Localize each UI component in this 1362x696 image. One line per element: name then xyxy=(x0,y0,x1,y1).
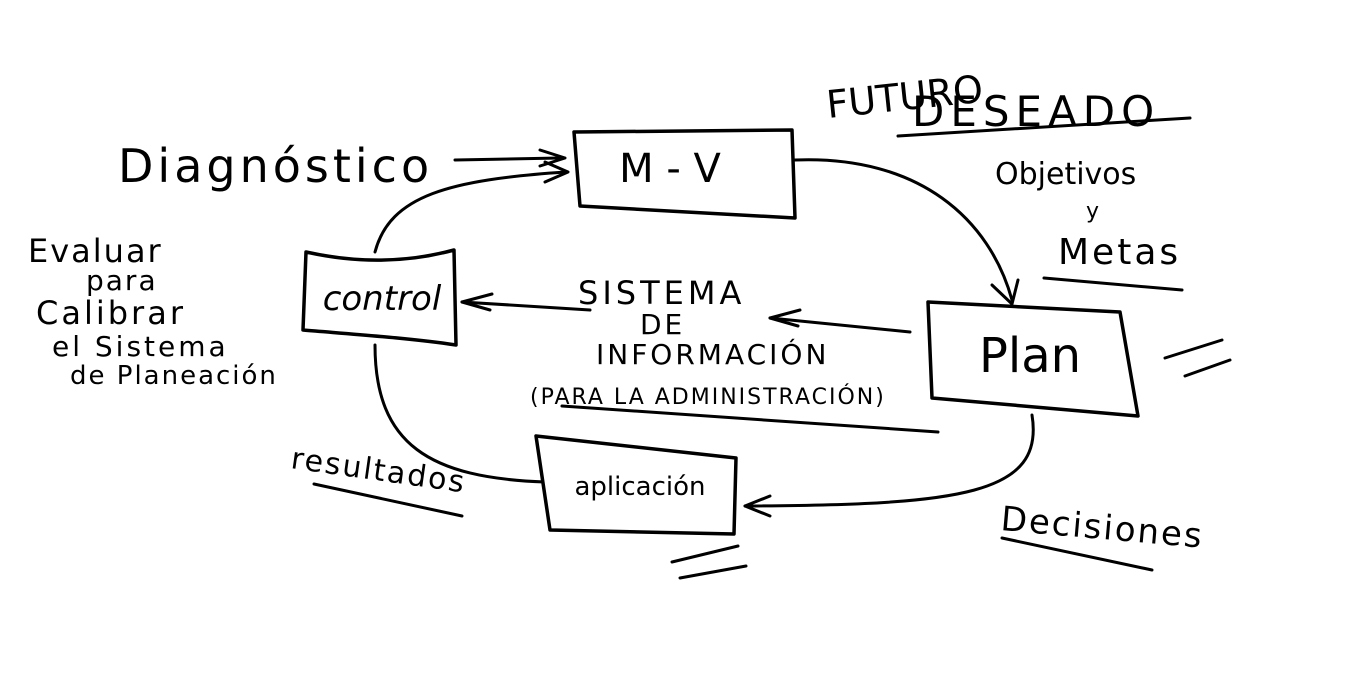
label-decisiones-block: Decisiones xyxy=(999,499,1205,572)
check-mark-aplicacion xyxy=(670,544,748,580)
node-aplicacion-label: aplicación xyxy=(574,472,705,502)
evaluar-line3: Calibrar xyxy=(36,294,186,332)
label-objetivos-metas: Objetivos y Metas xyxy=(995,157,1184,292)
label-metas: Metas xyxy=(1058,232,1181,273)
decisiones-underline xyxy=(1000,536,1154,572)
center-line1: SISTEMA xyxy=(578,274,745,312)
node-mv: M - V xyxy=(572,128,797,220)
center-sistema-informacion: SISTEMA DE INFORMACIÓN (PARA LA ADMINIST… xyxy=(530,274,940,434)
sistema-to-control-arrow xyxy=(460,300,592,312)
connectors xyxy=(373,148,1035,518)
node-control-label: control xyxy=(323,279,442,319)
title-futuro-deseado: FUTURO DESEADO xyxy=(824,67,1192,138)
control-to-mv-curve xyxy=(373,170,567,254)
plan-to-sistema-arrow xyxy=(768,316,912,334)
node-plan: Plan xyxy=(926,300,1140,418)
label-evaluar-block: Evaluar para Calibrar el Sistema de Plan… xyxy=(28,232,278,391)
center-line4: (PARA LA ADMINISTRACIÓN) xyxy=(530,384,886,410)
mv-to-plan-curve xyxy=(793,158,1014,302)
aplicacion-to-control-curve xyxy=(373,343,547,484)
node-control: control xyxy=(301,248,458,347)
diagnostico-arrow xyxy=(453,156,562,162)
center-line2: DE xyxy=(640,308,685,341)
metas-underline xyxy=(1042,276,1184,292)
evaluar-line4: el Sistema xyxy=(52,330,229,363)
label-resultados: resultados xyxy=(289,441,468,500)
node-mv-label: M - V xyxy=(619,146,721,192)
node-plan-label: Plan xyxy=(979,328,1081,384)
title-underline xyxy=(896,116,1192,138)
plan-to-aplicacion-arrowhead xyxy=(743,494,772,518)
sistema-to-control-arrowhead xyxy=(460,292,494,312)
resultados-underline xyxy=(312,482,464,518)
plan-to-aplicacion-curve xyxy=(743,413,1035,508)
label-diagnostico: Diagnóstico xyxy=(118,139,433,193)
node-aplicacion: aplicación xyxy=(534,434,738,536)
label-decisiones: Decisiones xyxy=(999,499,1205,557)
label-resultados-block: resultados xyxy=(289,441,468,518)
evaluar-line1: Evaluar xyxy=(28,232,163,270)
evaluar-line5: de Planeación xyxy=(70,361,278,391)
plan-to-sistema-arrowhead xyxy=(768,308,802,328)
evaluar-line2: para xyxy=(86,264,158,297)
label-y: y xyxy=(1086,199,1099,224)
mv-to-plan-arrowhead xyxy=(990,278,1020,306)
center-underline xyxy=(560,404,940,434)
label-objetivos: Objetivos xyxy=(995,157,1136,192)
control-to-mv-arrowhead xyxy=(543,160,570,184)
check-mark-plan xyxy=(1163,338,1232,378)
center-line3: INFORMACIÓN xyxy=(596,337,829,371)
